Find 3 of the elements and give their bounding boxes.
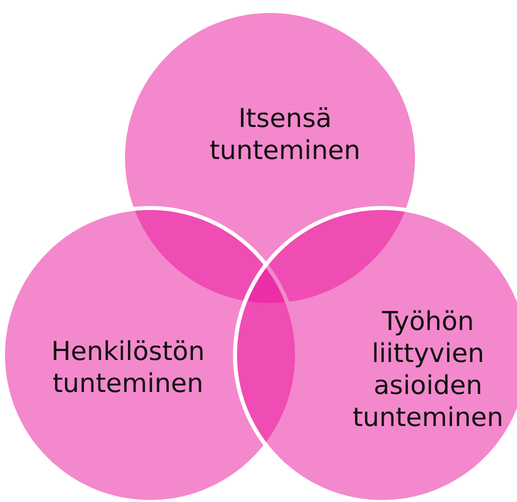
circle-label: Itsensä tunteminen xyxy=(208,103,362,167)
circle-label: Henkilöstön tunteminen xyxy=(50,336,206,400)
circle-label: Työhön liittyvien asioiden tunteminen xyxy=(352,306,504,434)
